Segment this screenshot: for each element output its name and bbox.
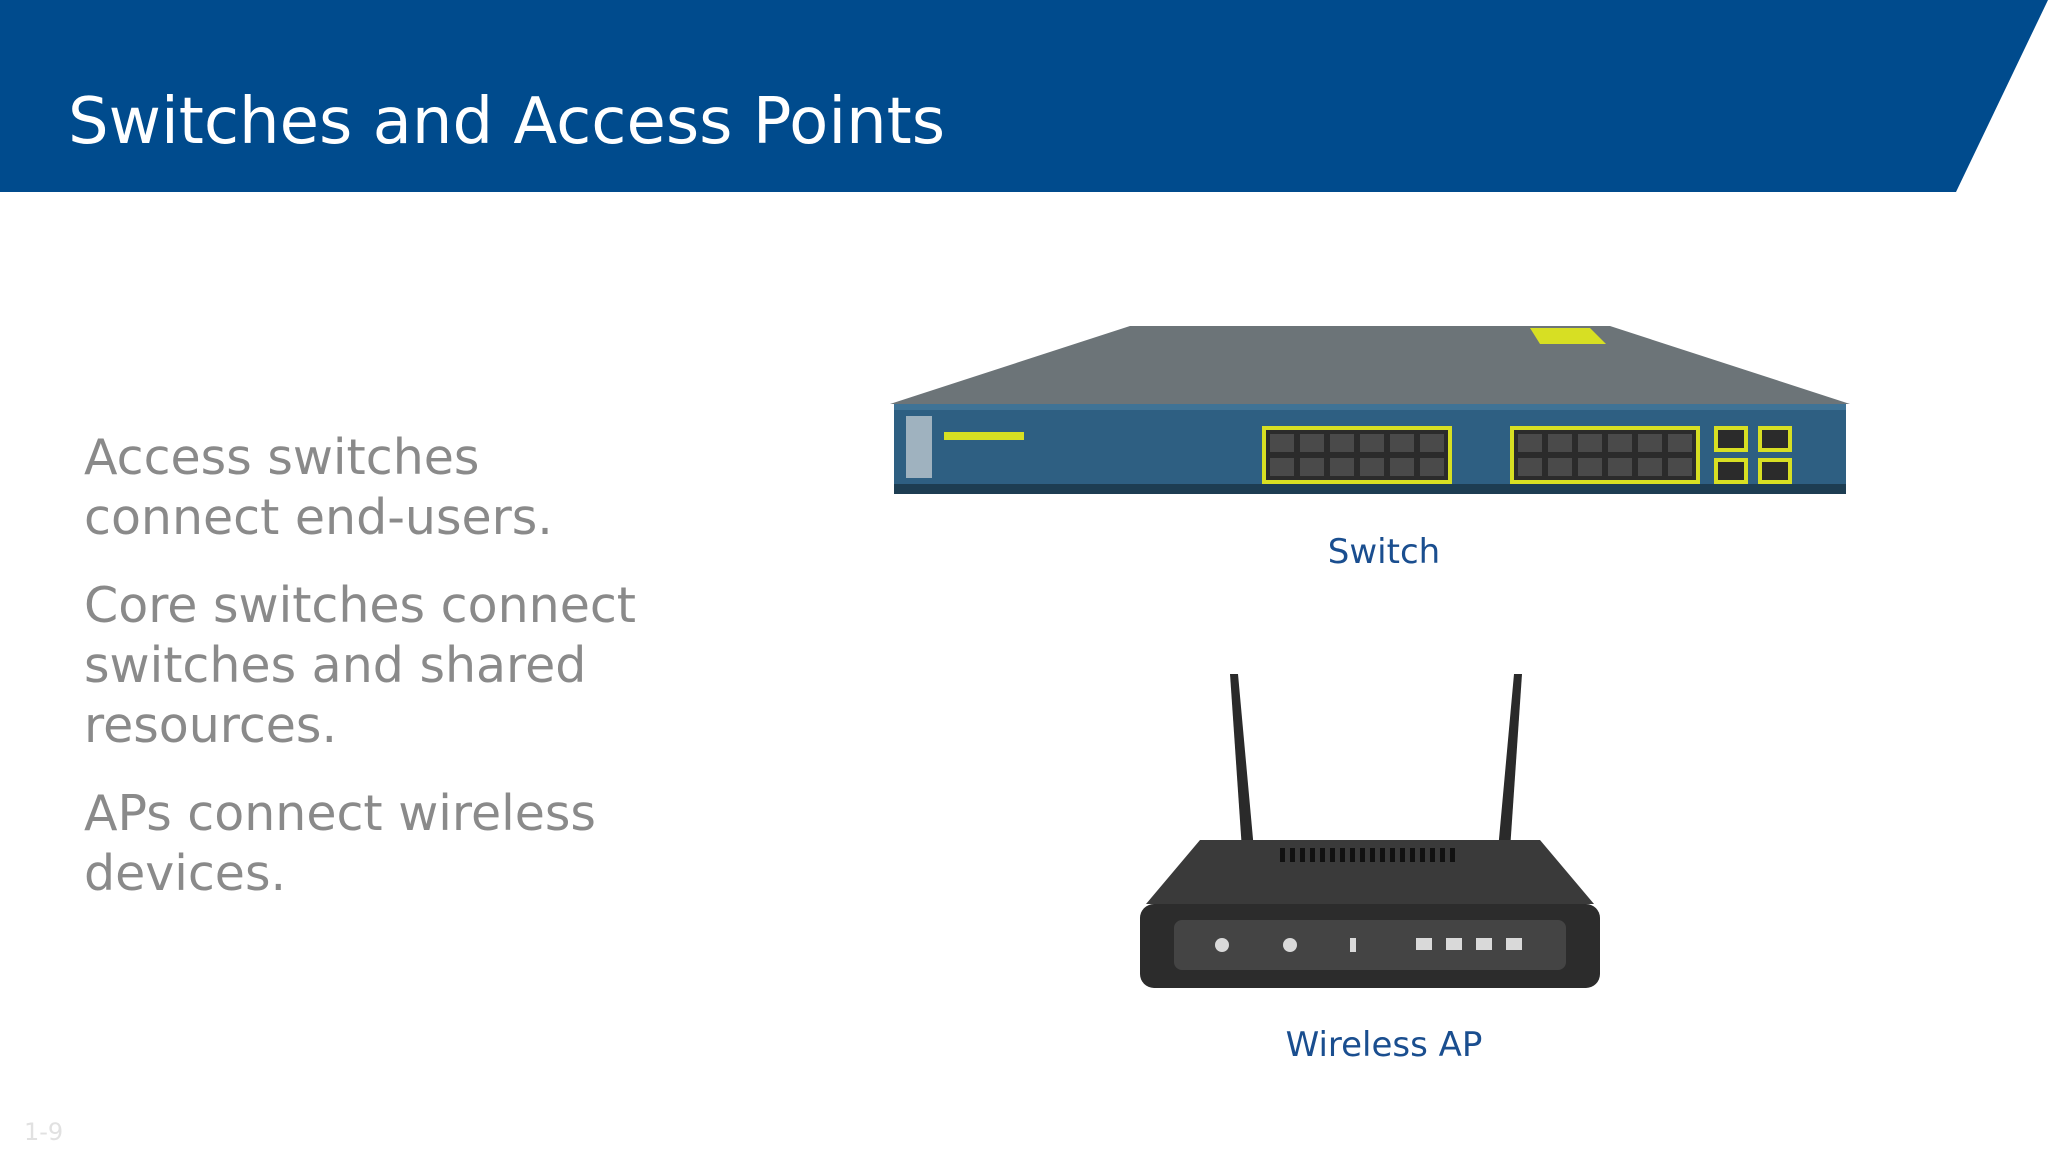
title-bar	[0, 0, 2048, 192]
bullet-item: APs connect wireless devices.	[84, 785, 596, 902]
bullet-item: Access switches connect end-users.	[84, 429, 553, 546]
network-switch-icon	[890, 326, 1850, 494]
bullet-list: Access switches connect end-users. Core …	[84, 428, 684, 932]
wireless-ap-caption: Wireless AP	[1285, 1025, 1483, 1065]
wireless-router-icon	[1140, 674, 1600, 988]
slide-title: Switches and Access Points	[68, 85, 946, 159]
page-number: 1-9	[24, 1118, 64, 1146]
switch-caption: Switch	[1327, 532, 1441, 572]
bullet-item: Core switches connect switches and share…	[84, 577, 636, 754]
